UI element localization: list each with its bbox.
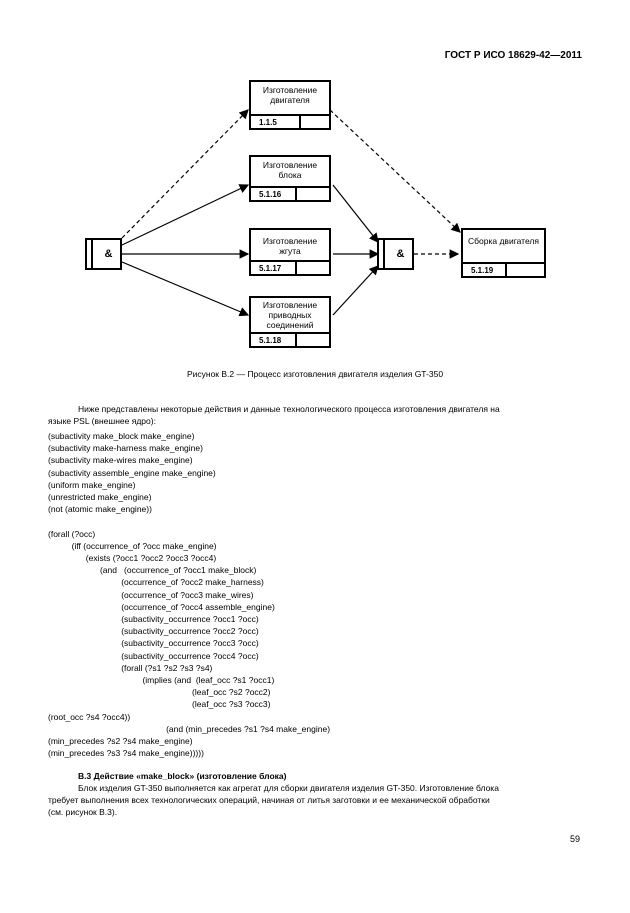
code-line: (implies (and (leaf_occ ?s1 ?occ1) — [48, 675, 275, 685]
box-assembly: Сборка двигателя 5.1.19 — [461, 228, 546, 278]
connector-engine-assembly — [329, 109, 461, 233]
figure-caption: Рисунок В.2 — Процесс изготовления двига… — [186, 369, 444, 379]
intro-line-2: языке PSL (внешнее ядро): — [48, 416, 156, 426]
code-line: (subactivity make-wires make_engine) — [48, 455, 193, 466]
diagram-connectors — [121, 109, 461, 317]
code-line: (occurrence_of ?occ2 make_harness) — [48, 577, 264, 588]
code-line: (and (occurrence_of ?occ1 make_block) — [48, 565, 257, 576]
box-wires-make: Изготовление приводных соединений 5.1.18 — [249, 296, 331, 348]
connector-j1-wires — [121, 261, 250, 317]
box-id-cell — [299, 114, 329, 128]
code-line: (not (atomic make_engine)) — [48, 504, 152, 515]
junction-and-left: & — [85, 238, 122, 270]
code-line: (and (min_precedes ?s1 ?s4 make_engine) — [48, 723, 331, 734]
code-line: (forall (?s1 ?s2 ?s3 ?s4) — [48, 662, 213, 673]
intro-line-1: Ниже представлены некоторые действия и д… — [78, 404, 500, 414]
code-line: (subactivity assemble_engine make_engine… — [48, 467, 216, 478]
code-line: (subactivity_occurrence ?occ1 ?occ) — [48, 614, 259, 624]
document-header: ГОСТ Р ИСО 18629-42—2011 — [444, 50, 582, 61]
connector-j1-block — [121, 184, 250, 246]
paragraph-line-1: Блок изделия GT-350 выполняется как агре… — [78, 783, 499, 793]
junction-and-right: & — [377, 238, 414, 270]
box-label: Изготовление приводных соединений — [262, 300, 318, 330]
box-id-cell — [295, 260, 329, 274]
code-line: (exists (?occ1 ?occ2 ?occ3 ?occ4) — [48, 553, 217, 563]
box-harness-make: Изготовление жгута 5.1.17 — [249, 228, 331, 276]
box-engine-make: Изготовление двигателя 1.1.5 — [249, 80, 331, 130]
junction-bar — [383, 240, 385, 268]
connector-block-j2 — [332, 184, 379, 243]
code-line: (unrestricted make_engine) — [48, 492, 152, 502]
code-line: (uniform make_engine) — [48, 479, 136, 490]
junction-symbol: & — [396, 248, 405, 260]
code-line: (min_precedes ?s2 ?s4 make_engine) — [48, 736, 193, 746]
code-line: (subactivity_occurrence ?occ3 ?occ) — [48, 638, 259, 649]
code-line: (subactivity_occurrence ?occ4 ?occ) — [48, 650, 259, 661]
code-line: (subactivity_occurrence ?occ2 ?occ) — [48, 626, 259, 637]
connector-j1-engine — [121, 109, 249, 239]
code-line: (forall (?occ) — [48, 528, 96, 539]
code-line: (leaf_occ ?s3 ?occ3) — [48, 699, 271, 710]
code-line: (subactivity make-harness make_engine) — [48, 443, 203, 454]
junction-bar — [91, 240, 93, 268]
code-line: (min_precedes ?s3 ?s4 make_engine))))) — [48, 748, 204, 759]
code-line: (occurrence_of ?occ4 assemble_engine) — [48, 601, 275, 612]
box-label: Изготовление жгута — [262, 236, 318, 256]
box-id: 5.1.17 — [251, 260, 295, 274]
paragraph-line-2: требует выполнения всех технологических … — [48, 795, 490, 805]
box-label: Изготовление блока — [262, 160, 318, 180]
code-line: (root_occ ?s4 ?occ4)) — [48, 711, 131, 722]
page-number: 59 — [569, 834, 580, 844]
box-label: Сборка двигателя — [468, 236, 539, 246]
box-id: 5.1.16 — [251, 186, 295, 200]
code-line: (occurrence_of ?occ3 make_wires) — [48, 589, 254, 600]
box-id-cell — [295, 186, 329, 200]
junction-symbol: & — [104, 248, 113, 260]
section-heading: В.3 Действие «make_block» (изготовление … — [78, 771, 287, 781]
box-id: 5.1.18 — [251, 332, 295, 346]
box-id: 1.1.5 — [251, 114, 299, 128]
code-line: (leaf_occ ?s2 ?occ2) — [48, 687, 271, 698]
box-id-cell — [295, 332, 329, 346]
box-id: 5.1.19 — [463, 262, 505, 276]
paragraph-line-3: (см. рисунок В.3). — [48, 807, 118, 817]
box-id-cell — [505, 262, 544, 276]
box-label: Изготовление двигателя — [262, 85, 318, 105]
connector-wires-j2 — [332, 265, 379, 316]
code-line: (iff (occurrence_of ?occ make_engine) — [48, 540, 217, 551]
code-line: (subactivity make_block make_engine) — [48, 431, 195, 441]
box-block-make: Изготовление блока 5.1.16 — [249, 155, 331, 202]
